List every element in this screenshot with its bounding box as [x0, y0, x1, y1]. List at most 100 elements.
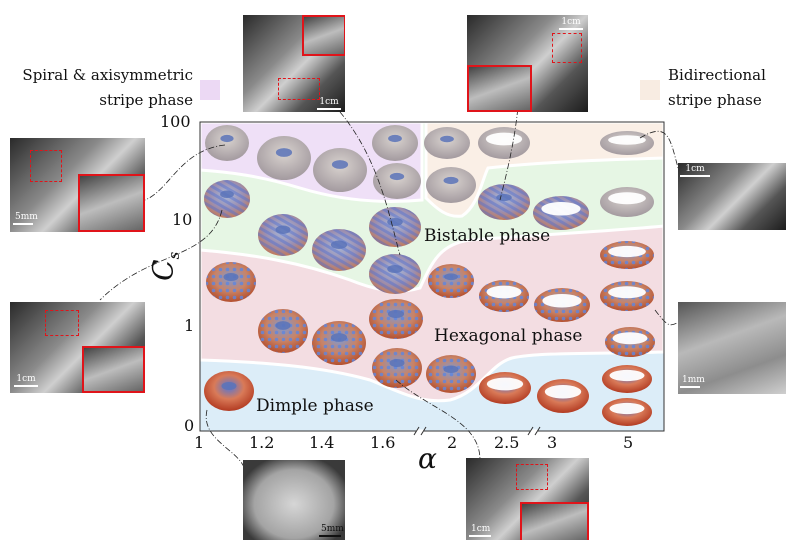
torus-spiral — [369, 254, 421, 294]
torus-hole — [608, 286, 646, 299]
spiral-legend: Spiral & axisymmetric stripe phase — [10, 66, 193, 110]
x-tick: 2.5 — [494, 433, 520, 452]
torus-beige — [373, 163, 421, 199]
torus-pattern — [369, 207, 421, 247]
torus-hole — [608, 192, 646, 205]
zoom-box — [516, 464, 548, 490]
torus-pattern — [206, 262, 256, 302]
inset-photo — [82, 346, 145, 393]
torus-hole — [275, 321, 291, 330]
spiral-legend-swatch — [200, 80, 220, 100]
y-tick: 10 — [172, 210, 193, 229]
axis-breaks-marks — [413, 426, 541, 436]
torus-pattern — [478, 184, 530, 220]
torus-pattern — [312, 229, 366, 271]
y-axis-label: Cs — [146, 252, 183, 281]
torus-pattern — [258, 214, 308, 256]
photo-left-top: 5mm — [10, 138, 145, 232]
torus-hex — [605, 327, 655, 357]
spiral-legend-line1: Spiral & axisymmetric — [22, 66, 193, 84]
torus-simulations — [204, 125, 655, 426]
photo-left-bottom: 1cm — [10, 302, 145, 393]
torus-pattern — [372, 348, 422, 388]
photo-bottom-right: 1cm — [466, 458, 589, 540]
x-tick: 2 — [447, 433, 458, 452]
torus-hole — [389, 172, 405, 181]
torus-pattern — [426, 355, 476, 393]
torus-hole — [485, 132, 523, 146]
torus-dimple — [204, 371, 254, 411]
torus-hex — [206, 262, 256, 302]
torus-hole — [541, 201, 581, 216]
torus-hole — [331, 160, 349, 169]
torus-body — [372, 125, 418, 161]
torus-hex — [312, 321, 366, 365]
scale-bar: 1cm — [317, 97, 341, 110]
torus-hole — [387, 265, 403, 273]
torus-beige — [600, 131, 654, 155]
torus-body — [204, 371, 254, 411]
torus-pattern — [369, 299, 423, 339]
torus-hole — [275, 225, 291, 234]
torus-body — [257, 136, 311, 180]
x-tick: 1.2 — [249, 433, 275, 452]
torus-beige — [478, 127, 530, 159]
torus-hole — [612, 332, 648, 345]
scale-bar: 5mm — [13, 212, 38, 225]
torus-hole — [223, 273, 239, 281]
x-tick: 5 — [623, 433, 634, 452]
torus-spiral — [533, 196, 589, 230]
scale-bar: 1mm — [680, 375, 705, 388]
scale-bar: 1cm — [14, 374, 38, 387]
plot-frame — [199, 121, 665, 432]
torus-dimple — [602, 398, 652, 426]
x-tick: 1 — [194, 433, 205, 452]
bidirectional-legend-line2: stripe phase — [668, 91, 762, 109]
torus-beige — [257, 136, 311, 180]
torus-beige — [313, 148, 367, 192]
torus-dimple — [479, 372, 531, 404]
x-tick: 1.6 — [370, 433, 396, 452]
torus-hole — [387, 310, 405, 318]
photo-bottom-left: 5mm — [243, 460, 345, 540]
torus-hole — [330, 333, 348, 342]
x-axis-label: α — [418, 442, 437, 475]
zoom-box — [45, 310, 79, 336]
torus-hex — [372, 348, 422, 388]
torus-body — [205, 125, 249, 161]
torus-hole — [330, 240, 348, 249]
inset-photo — [78, 174, 145, 232]
torus-hex — [534, 288, 590, 322]
torus-pattern — [369, 254, 421, 294]
y-tick: 100 — [160, 112, 191, 131]
x-tick: 1.4 — [309, 433, 335, 452]
torus-hex — [428, 264, 474, 298]
zoom-box — [30, 150, 62, 182]
torus-pattern — [258, 309, 308, 353]
torus-hole — [542, 293, 582, 308]
photo-top-right: 1cm — [467, 15, 588, 112]
torus-hole — [220, 134, 234, 143]
photo-right-top: 1cm — [678, 163, 786, 230]
torus-hex — [369, 299, 423, 339]
torus-beige — [600, 187, 654, 217]
torus-body — [313, 148, 367, 192]
bidirectional-legend-line1: Bidirectional — [668, 66, 766, 84]
torus-hole — [220, 190, 234, 199]
torus-hole — [444, 273, 458, 281]
x-tick: 3 — [547, 433, 558, 452]
bidirectional-legend: Bidirectional stripe phase — [668, 66, 766, 110]
bistable-phase-label: Bistable phase — [424, 226, 551, 246]
inset-photo — [520, 502, 589, 540]
torus-hole — [443, 176, 459, 185]
scale-bar: 1cm — [559, 17, 583, 30]
photo-right-bottom: 1mm — [678, 302, 786, 394]
y-axis-label-main: C — [146, 259, 180, 281]
torus-hole — [486, 377, 524, 391]
torus-dimple — [537, 379, 589, 413]
hexagonal-phase-label: Hexagonal phase — [434, 326, 583, 346]
torus-spiral — [478, 184, 530, 220]
torus-hole — [275, 148, 293, 157]
inset-photo — [467, 65, 532, 112]
